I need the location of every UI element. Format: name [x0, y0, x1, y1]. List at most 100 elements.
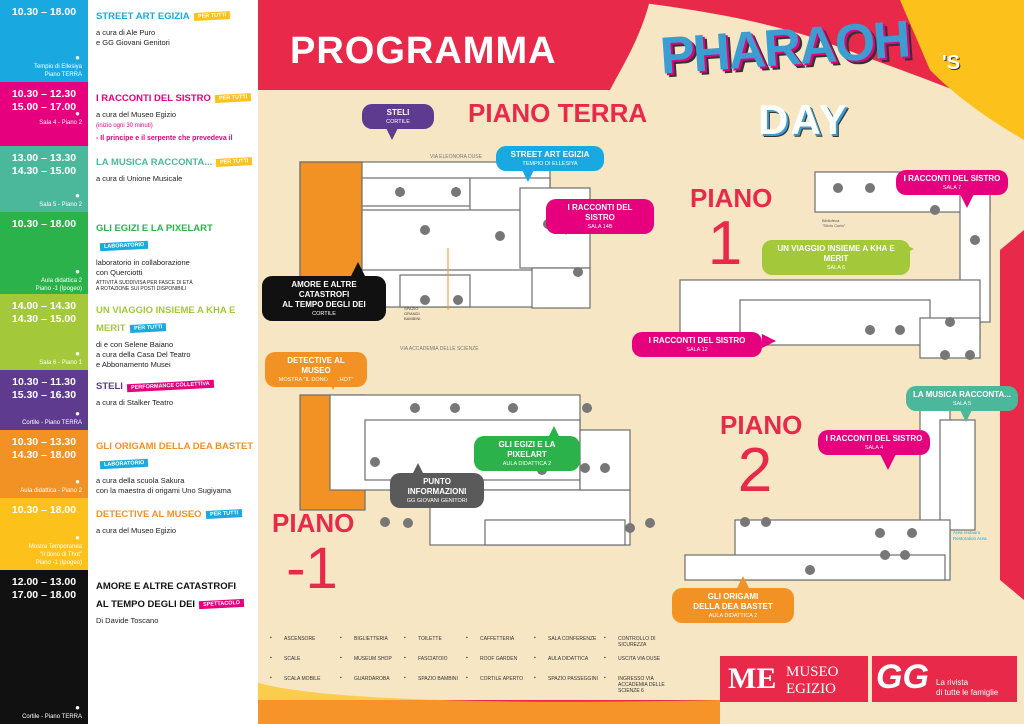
legend-label: SPAZIO BAMBINI: [418, 676, 458, 682]
legend-label: SALA CONFERENZE: [548, 636, 597, 642]
time-line: 12.00 – 13.00: [11, 576, 77, 588]
location-pin-icon: ●: [75, 409, 80, 418]
description-line: Di Davide Toscano: [96, 616, 159, 625]
service-icon: [833, 183, 843, 193]
event-description: a cura di Stalker Teatro: [96, 398, 254, 408]
page-title: PROGRAMMA: [290, 30, 557, 72]
bubble-subtitle: SALA 14B: [587, 224, 613, 230]
floor-title-1: PIANO 1: [690, 183, 772, 275]
time-range: 10.30 – 18.00: [3, 218, 85, 231]
legend-icon: ▪: [340, 655, 342, 661]
location-label: Cortile - Piano TERRA: [22, 714, 82, 720]
bubble-title: DETECTIVE AL MUSEO: [287, 356, 345, 375]
location-pin-icon: ●: [75, 267, 80, 276]
bubble-tail: [560, 223, 572, 235]
bubble-tail: [522, 170, 534, 182]
legend-label: AULA DIDATTICA: [548, 656, 589, 662]
legend-label: INGRESSO VIA ACCADEMIA DELLE SCIENZE 6: [618, 676, 665, 694]
service-icon: [865, 183, 875, 193]
event-title: GLI EGIZI E LA PIXELART: [96, 223, 213, 234]
event-title-line: LA MUSICA RACCONTA...: [96, 157, 213, 168]
bubble-tail: [350, 262, 366, 278]
legend-label: SCALE: [284, 656, 301, 662]
description-line: di e con Selene Baiano: [96, 340, 174, 349]
event-title: LA MUSICA RACCONTA...: [96, 157, 212, 168]
legend-icon: ▪: [604, 655, 606, 661]
location-label: Aula didattica 2: [40, 278, 82, 284]
floor-title-2: PIANO 2: [720, 410, 802, 502]
bubble-subtitle: SALA 12: [686, 347, 708, 353]
service-icon: [508, 403, 518, 413]
restoration-label: Area restauro: [953, 530, 981, 535]
bubble-title: AL TEMPO DEGLI DEI: [282, 300, 366, 309]
legend-label: BIGLIETTERIA: [354, 636, 388, 642]
description-line: a cura del Museo Egizio: [96, 526, 177, 535]
service-icon: [740, 517, 750, 527]
description-line: e GG Giovani Genitori: [96, 38, 170, 47]
room-shape: [484, 519, 626, 546]
location-pin-icon: ●: [75, 109, 80, 118]
fineprint-line: ATTIVITÀ SUDDIVISA PER FASCE DI ETÀ: [96, 280, 193, 286]
gg-logo: GG La rivista di tutte le famiglie: [872, 656, 1017, 702]
museo-name-2: EGIZIO: [786, 681, 836, 697]
legend-label: FASCIATOIO: [418, 656, 448, 662]
event-title-line: DETECTIVE AL MUSEO: [96, 509, 202, 520]
legend-icon: ▪: [270, 635, 272, 641]
event-title-line: AL TEMPO DEGLI DEI: [96, 599, 196, 610]
service-icon: [495, 231, 505, 241]
legend-label: SPAZIO PASSEGGINI: [548, 676, 598, 682]
legend-icon: ▪: [604, 675, 606, 681]
time-line: 10.30 – 12.30: [11, 88, 77, 100]
service-icon: [865, 325, 875, 335]
time-line: 14.30 – 18.00: [11, 449, 77, 461]
legend-label: ROOF GARDEN: [480, 656, 518, 662]
spazio-label: SPAZIO: [404, 306, 418, 311]
event-description: a cura del Museo Egizio: [96, 526, 254, 536]
bubble-tail: [736, 576, 750, 590]
legend-icon: ▪: [466, 635, 468, 641]
spazio-label: BAMBINI: [404, 316, 420, 321]
description-line: e Abbonamento Musei: [96, 360, 171, 369]
legend-icon: ▪: [534, 675, 536, 681]
bubble-subtitle: GG GIOVANI GENITORI: [406, 498, 468, 504]
description-line: a cura di Stalker Teatro: [96, 398, 173, 407]
museo-mark: ME: [728, 662, 777, 695]
time-line: 14.30 – 15.00: [11, 165, 77, 177]
legend-icon: ▪: [404, 675, 406, 681]
service-icon: [453, 295, 463, 305]
bubble-tail: [880, 454, 896, 470]
legend-icon: ▪: [466, 655, 468, 661]
schedule-row: 10.30 – 18.00●Mostra Temporanea"Il dono …: [0, 498, 258, 570]
time-line: 14.00 – 14.30: [11, 300, 77, 312]
service-icon: [450, 403, 460, 413]
bubble-title: I RACCONTI DEL SISTRO: [903, 174, 1001, 183]
bubble-subtitle: SALA 6: [826, 265, 846, 271]
legend-icon: ▪: [340, 635, 342, 641]
event-title: I RACCONTI DEL SISTRO: [96, 93, 211, 104]
service-icon: [410, 403, 420, 413]
location-pin-icon: ●: [75, 53, 80, 62]
service-icon: [420, 225, 430, 235]
event-description: a cura di Unione Musicale: [96, 174, 254, 184]
location-pin-icon: ●: [75, 703, 80, 712]
fineprint-line: A ROTAZIONE SUI POSTI DISPONIBILI: [96, 286, 187, 292]
room-shape: [684, 554, 946, 581]
service-icon: [970, 235, 980, 245]
